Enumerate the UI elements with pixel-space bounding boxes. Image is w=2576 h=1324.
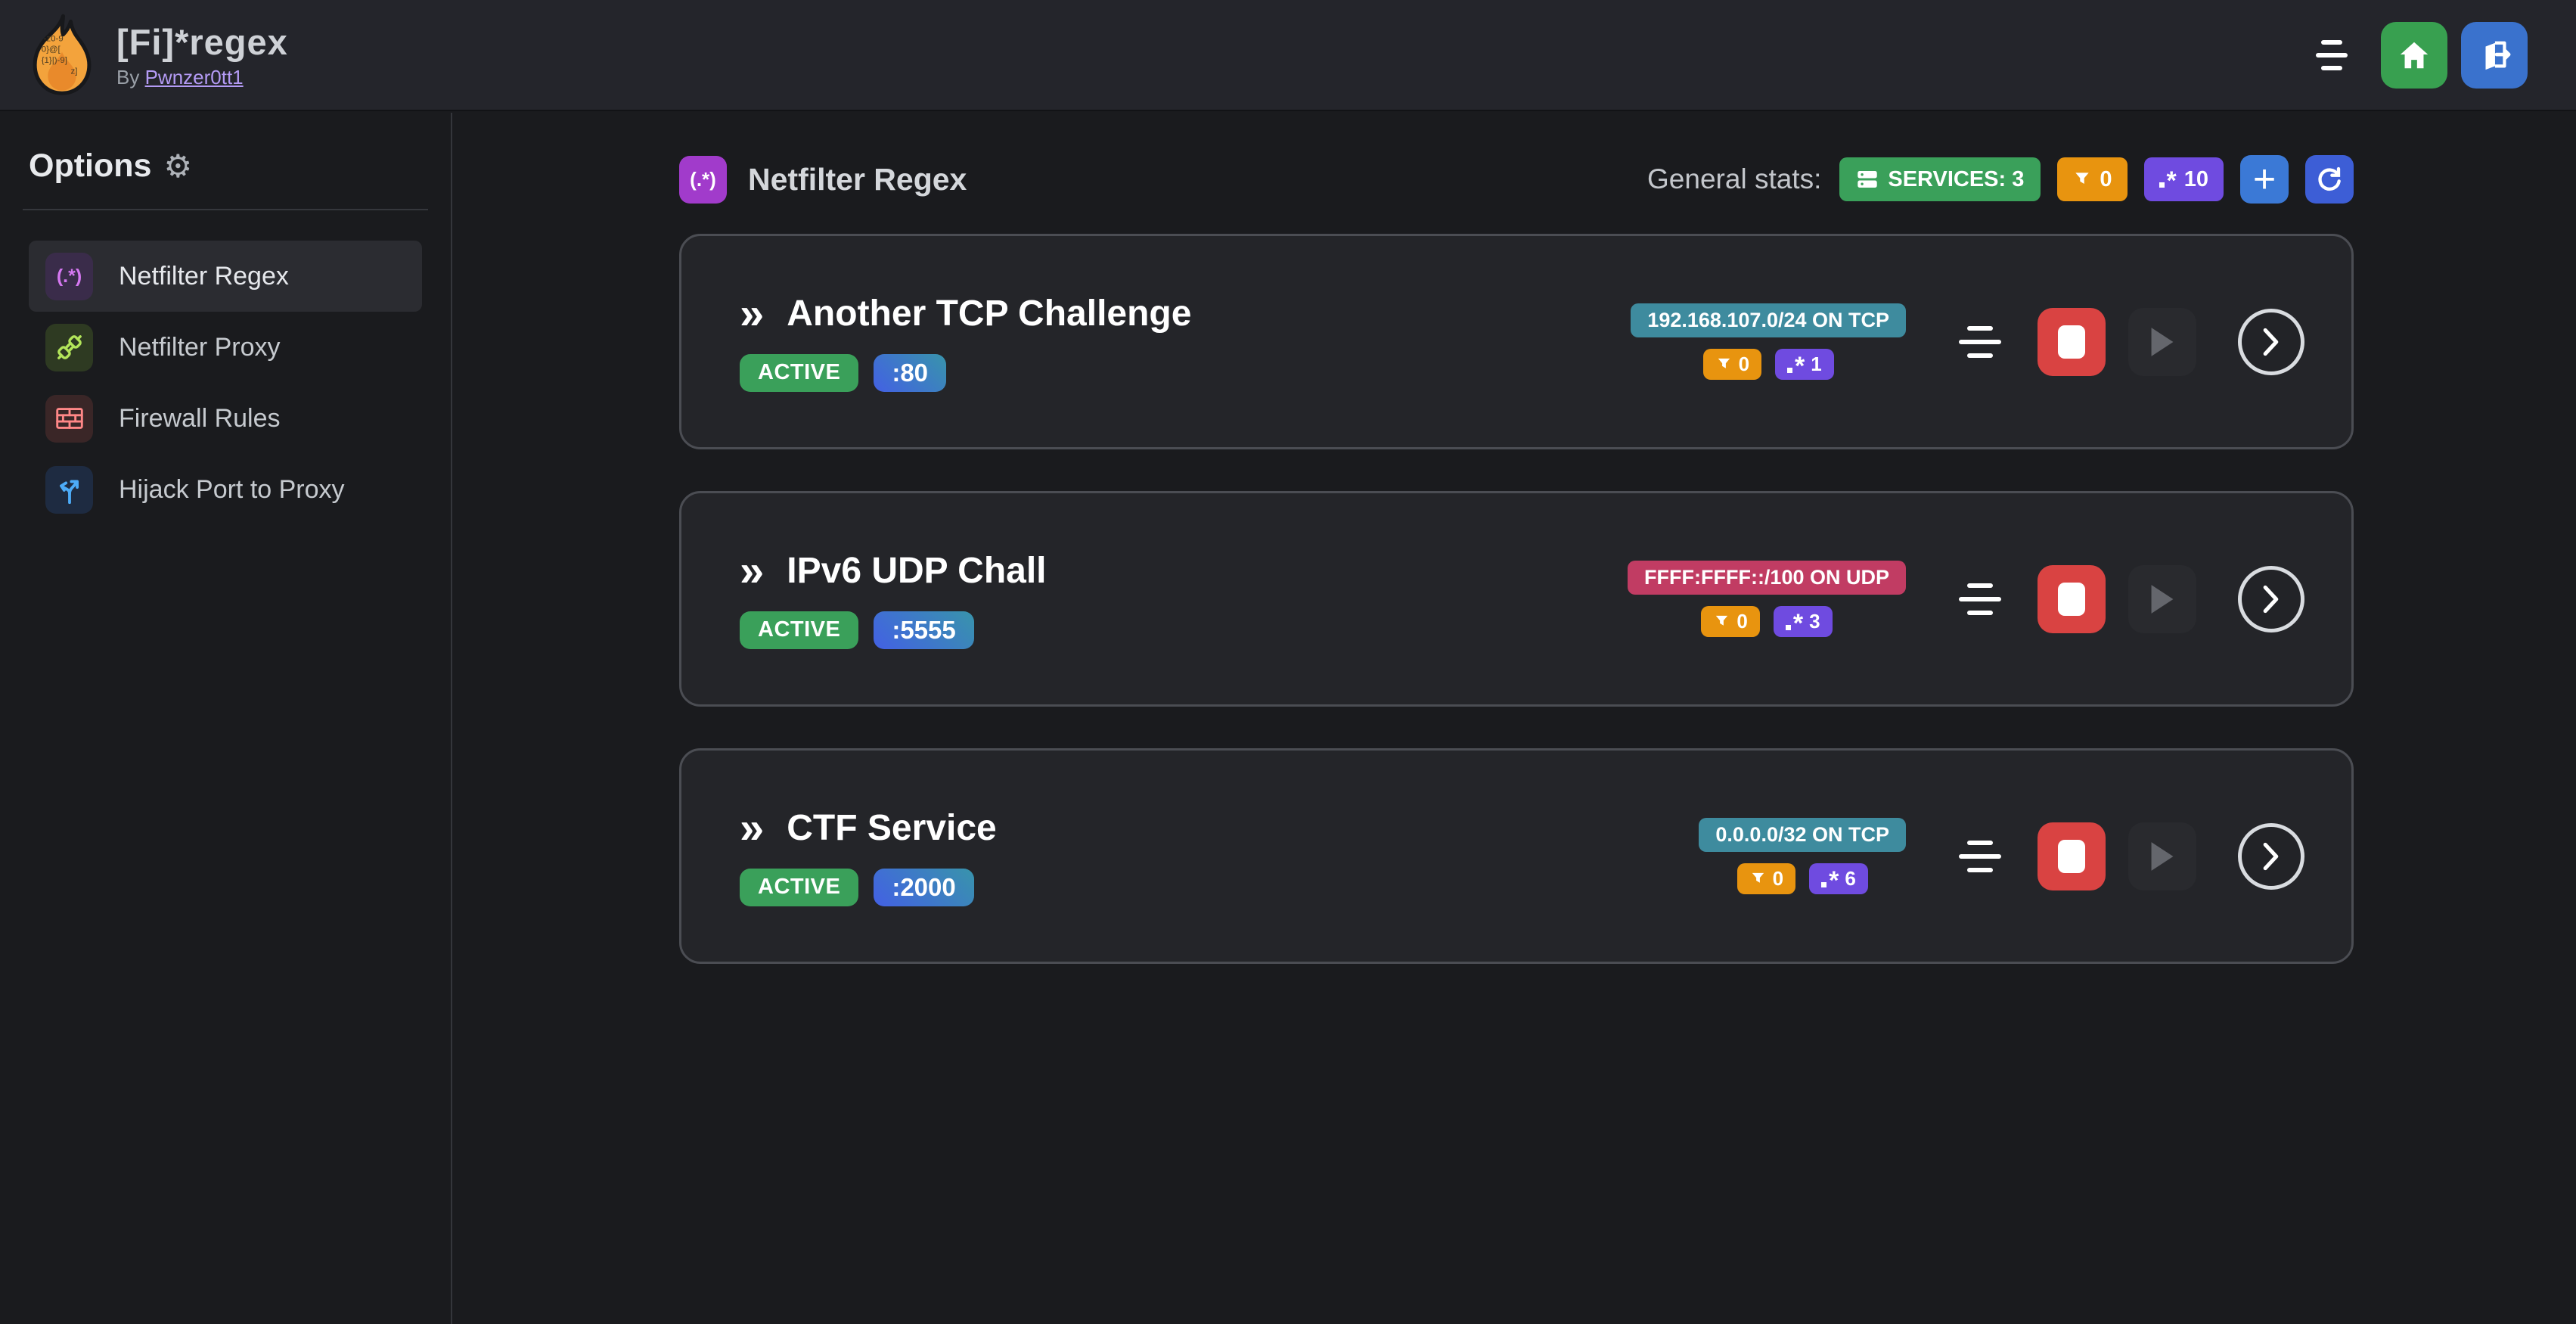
stop-icon	[2058, 325, 2085, 359]
service-card: » IPv6 UDP Chall ACTIVE :5555 FFFF:FFFF:…	[679, 491, 2354, 707]
app-title: [Fi]*regex	[116, 21, 288, 62]
server-icon	[1858, 171, 1878, 188]
funnel-icon	[1716, 615, 1728, 626]
regex-dotstar-icon: *	[1821, 868, 1839, 894]
service-card: » CTF Service ACTIVE :2000 0.0.0.0/32 ON…	[679, 748, 2354, 964]
home-icon	[2400, 42, 2429, 68]
play-icon	[2151, 841, 2174, 871]
refresh-button[interactable]	[2305, 155, 2354, 204]
firegex-flame-logo: -z0-9 0}@[ {1}|)-9] z]	[33, 14, 92, 95]
regex-count-badge: * 6	[1809, 863, 1868, 894]
stats-label: General stats:	[1647, 163, 1822, 194]
sidebar-item-netfilter-proxy[interactable]: Netfilter Proxy	[29, 312, 422, 383]
options-sidebar: Options ⚙ (.*) Netfilter Regex Netfilter	[0, 113, 452, 1324]
service-menu-icon[interactable]	[1959, 583, 2001, 615]
gear-icon: ⚙	[163, 148, 193, 184]
svg-text:0}@[: 0}@[	[42, 45, 61, 54]
page-header: (.*) Netfilter Regex General stats: SERV…	[679, 155, 2354, 204]
port-badge: :2000	[874, 868, 974, 906]
regex-dotstar-icon: *	[2159, 168, 2177, 194]
regex-icon: (.*)	[45, 252, 93, 300]
sidebar-item-label: Hijack Port to Proxy	[119, 474, 345, 504]
target-cidr-badge: 192.168.107.0/24 ON TCP	[1631, 303, 1906, 337]
funnel-icon	[1752, 872, 1764, 883]
sidebar-item-label: Netfilter Proxy	[119, 332, 281, 362]
start-service-button[interactable]	[2128, 307, 2196, 376]
double-chevron-icon: »	[740, 803, 765, 853]
regex-dotstar-icon: *	[1787, 353, 1805, 379]
start-service-button[interactable]	[2128, 564, 2196, 633]
stop-icon	[2058, 839, 2085, 873]
sidebar-item-netfilter-regex[interactable]: (.*) Netfilter Regex	[29, 241, 422, 312]
services-count-badge: SERVICES: 3	[1839, 157, 2041, 201]
service-name: IPv6 UDP Chall	[787, 551, 1047, 591]
target-cidr-badge: 0.0.0.0/32 ON TCP	[1699, 818, 1906, 852]
filter-count-badge: 0	[1701, 606, 1760, 637]
refresh-icon	[2318, 166, 2341, 191]
filter-count-badge: 0	[1702, 349, 1762, 380]
target-cidr-badge: FFFF:FFFF::/100 ON UDP	[1628, 561, 1906, 595]
play-icon	[2151, 584, 2174, 614]
play-icon	[2151, 327, 2174, 356]
regex-page-icon: (.*)	[679, 155, 727, 204]
sidebar-item-firewall-rules[interactable]: Firewall Rules	[29, 383, 422, 454]
open-service-button[interactable]	[2238, 822, 2304, 890]
logout-icon	[2485, 41, 2511, 70]
options-heading: Options ⚙	[29, 148, 193, 184]
port-badge: :80	[874, 353, 947, 392]
service-name: CTF Service	[787, 808, 997, 848]
logout-button[interactable]	[2461, 21, 2528, 89]
status-badge: ACTIVE	[740, 353, 859, 392]
service-card: » Another TCP Challenge ACTIVE :80 192.1…	[679, 234, 2354, 449]
regexes-total-badge: * 10	[2143, 157, 2224, 201]
home-button[interactable]	[2381, 21, 2447, 89]
sidebar-divider	[23, 209, 428, 210]
double-chevron-icon: »	[740, 545, 765, 595]
byline: By Pwnzer0tt1	[116, 65, 244, 89]
split-arrows-icon	[45, 465, 93, 514]
sidebar-item-label: Netfilter Regex	[119, 261, 289, 291]
plug-icon	[45, 323, 93, 371]
top-header: -z0-9 0}@[ {1}|)-9] z] [Fi]*regex By Pwn…	[0, 0, 2576, 111]
add-service-button[interactable]: +	[2240, 155, 2289, 204]
stop-icon	[2058, 582, 2085, 616]
chevron-right-icon	[2263, 585, 2279, 613]
status-badge: ACTIVE	[740, 611, 859, 649]
svg-text:-z0-9: -z0-9	[44, 34, 64, 43]
general-stats: General stats: SERVICES: 3 0 *	[1647, 155, 2354, 204]
stop-service-button[interactable]	[2038, 564, 2106, 633]
regex-count-badge: * 1	[1775, 349, 1834, 380]
funnel-icon	[2075, 172, 2090, 184]
menu-icon[interactable]	[2316, 39, 2348, 70]
port-badge: :5555	[874, 611, 974, 649]
service-name: Another TCP Challenge	[787, 294, 1192, 334]
funnel-icon	[1718, 358, 1730, 368]
sidebar-item-hijack-port-to-proxy[interactable]: Hijack Port to Proxy	[29, 454, 422, 525]
status-badge: ACTIVE	[740, 868, 859, 906]
open-service-button[interactable]	[2238, 565, 2304, 632]
regex-count-badge: * 3	[1773, 606, 1833, 637]
chevron-right-icon	[2263, 328, 2279, 356]
svg-text:z]: z]	[70, 67, 77, 76]
svg-text:{1}|)-9]: {1}|)-9]	[42, 56, 67, 65]
author-link[interactable]: Pwnzer0tt1	[144, 65, 244, 89]
brick-wall-icon	[45, 394, 93, 443]
filter-count-badge: 0	[1736, 863, 1796, 894]
stop-service-button[interactable]	[2038, 822, 2106, 890]
open-service-button[interactable]	[2238, 308, 2304, 375]
service-menu-icon[interactable]	[1959, 840, 2001, 872]
start-service-button[interactable]	[2128, 822, 2196, 890]
sidebar-item-label: Firewall Rules	[119, 403, 281, 433]
filters-total-badge: 0	[2057, 157, 2128, 201]
chevron-right-icon	[2263, 842, 2279, 870]
page-title: Netfilter Regex	[748, 161, 967, 197]
main-content: (.*) Netfilter Regex General stats: SERV…	[454, 113, 2576, 1324]
double-chevron-icon: »	[740, 288, 765, 338]
service-menu-icon[interactable]	[1959, 325, 2001, 358]
stop-service-button[interactable]	[2038, 307, 2106, 376]
regex-dotstar-icon: *	[1785, 611, 1803, 636]
